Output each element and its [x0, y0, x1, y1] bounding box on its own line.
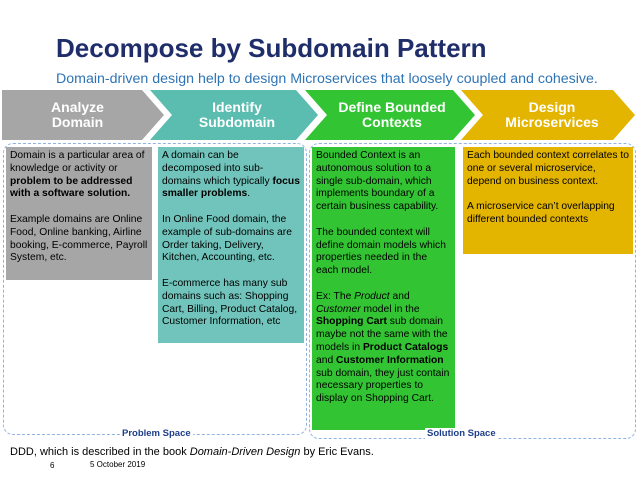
bounded-text: Ex: The	[316, 290, 355, 302]
step-label-line1: Identify	[212, 99, 262, 115]
analyze-bold-text: problem to be addressed with a software …	[10, 175, 133, 200]
step-arrow-shape	[2, 90, 164, 140]
identify-text-end: .	[247, 188, 251, 200]
solution-space-label: Solution Space	[425, 428, 498, 439]
identify-text: A domain can be decomposed into sub-doma…	[162, 150, 273, 187]
bounded-bold-shopping-cart: Shopping Cart	[316, 316, 387, 328]
bounded-paragraph-3: Ex: The Product and Customer model in th…	[316, 291, 451, 406]
step-label-line2: Domain	[51, 114, 104, 130]
step-arrow-bounded	[305, 90, 475, 140]
bounded-text: and	[389, 290, 410, 302]
step-label-line1: Define Bounded	[338, 99, 446, 115]
footnote-book-title: Domain-Driven Design	[189, 446, 301, 458]
step-arrow-analyze	[2, 90, 164, 140]
solution-space-outline	[309, 143, 636, 439]
slide-title: Decompose by Subdomain Pattern	[56, 33, 487, 63]
slide-subtitle: Domain-driven design help to design Micr…	[56, 71, 598, 87]
bounded-text: sub domain, they just contain necessary …	[316, 367, 450, 405]
identify-paragraph-3: E-commerce has many sub domains such as:…	[162, 277, 298, 328]
identify-subdomain-box: A domain can be decomposed into sub-doma…	[158, 147, 304, 343]
step-arrow-shape	[305, 90, 475, 140]
step-label-line1: Analyze	[51, 99, 104, 115]
bounded-bold-customer-information: Customer Information	[336, 354, 444, 366]
analyze-paragraph-1: Domain is a particular area of knowledge…	[10, 150, 148, 201]
problem-space-label: Problem Space	[120, 428, 193, 439]
design-paragraph-1: Each bounded context correlates to one o…	[467, 150, 629, 187]
footnote: DDD, which is described in the book Doma…	[10, 446, 374, 458]
step-arrow-identify	[150, 90, 318, 140]
step-label-line2: Microservices	[505, 114, 599, 130]
identify-paragraph-2: In Online Food domain, the example of su…	[162, 213, 292, 264]
page-number: 6	[50, 461, 55, 470]
step-label-line2: Subdomain	[198, 114, 276, 130]
step-label-line2: Contexts	[362, 114, 422, 130]
bounded-text: and	[316, 354, 337, 366]
footnote-text-end: by Eric Evans.	[300, 446, 374, 458]
analyze-paragraph-2: Example domains are Online Food, Online …	[10, 213, 148, 264]
slide-date: 5 October 2019	[90, 460, 146, 469]
footnote-text: DDD, which is described in the book	[10, 446, 190, 458]
step-arrow-design	[461, 90, 635, 140]
bounded-context-box: Bounded Context is an autonomous solutio…	[312, 147, 455, 430]
identify-paragraph-1: A domain can be decomposed into sub-doma…	[162, 150, 300, 201]
analyze-text: Domain is a particular area of knowledge…	[10, 150, 145, 174]
identify-bold-text: focus smaller problems	[162, 175, 300, 200]
bounded-italic-customer: Customer	[316, 303, 361, 315]
bounded-bold-product-catalogs: Product Catalogs	[362, 341, 449, 353]
bounded-paragraph-1: Bounded Context is an autonomous solutio…	[316, 150, 439, 213]
design-microservices-box: Each bounded context correlates to one o…	[463, 147, 633, 254]
bounded-text: model in the	[360, 303, 420, 315]
problem-space-outline	[3, 143, 307, 435]
bounded-text: sub domain maybe not the same with the m…	[316, 316, 448, 353]
step-arrow-shape	[150, 90, 318, 140]
design-paragraph-2: A microservice can’t overlapping differe…	[467, 201, 615, 225]
step-label-line1: Design	[528, 99, 576, 115]
bounded-paragraph-2: The bounded context will define domain m…	[316, 226, 446, 277]
bounded-italic-product: Product	[354, 290, 390, 302]
analyze-domain-box: Domain is a particular area of knowledge…	[6, 147, 152, 280]
step-arrow-shape	[461, 90, 635, 140]
